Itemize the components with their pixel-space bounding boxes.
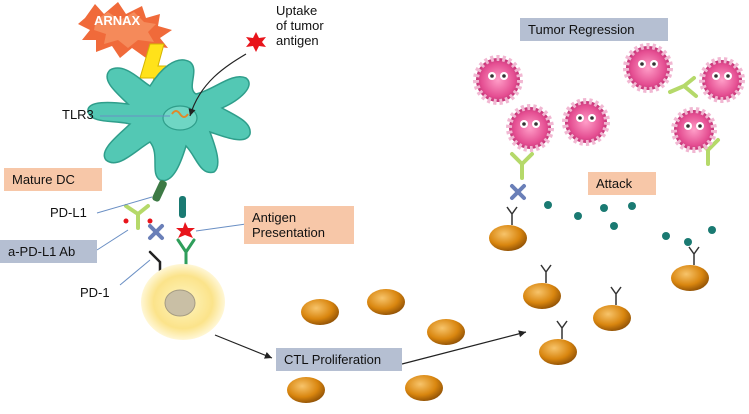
tumor-antigen-icon <box>246 32 266 52</box>
mhc-molecule <box>179 196 186 218</box>
ctl-proliferation-box: CTL Proliferation <box>276 348 402 371</box>
mature-dc-box: Mature DC <box>4 168 102 191</box>
ctl-cells-activated <box>489 206 709 365</box>
attack-box: Attack <box>588 172 656 195</box>
presented-antigen-icon <box>176 222 195 238</box>
pd1-pointer <box>119 259 151 286</box>
tcell-to-ctl-arrow <box>214 334 273 359</box>
arnax-label: ARNAX <box>94 13 141 28</box>
pd1-receptor <box>148 250 162 274</box>
tumor-cell <box>671 107 717 153</box>
tumor-cell <box>699 57 745 103</box>
block-x-icon <box>148 224 164 240</box>
tumor-cell <box>506 104 554 152</box>
pdl1-molecule <box>152 180 167 202</box>
apdl1-pointer <box>96 229 129 251</box>
apdl1-ab-box: a-PD-L1 Ab <box>0 240 97 263</box>
ctl-cells-proliferating <box>287 289 465 403</box>
uptake-label: Uptake of tumor antigen <box>276 3 324 48</box>
pdl1-label: PD-L1 <box>50 205 87 220</box>
uptake-arrow <box>188 53 247 117</box>
tumor-cell <box>562 98 610 146</box>
cytotoxic-granules <box>544 201 716 246</box>
antibody-tip <box>123 218 129 224</box>
pdl1-pointer <box>96 196 153 214</box>
ctl-to-attack-arrow <box>401 330 527 365</box>
pd1-label: PD-1 <box>80 285 110 300</box>
attack-block-x-icon <box>510 184 526 200</box>
antibody-tip <box>147 218 153 224</box>
tumor-cell <box>473 55 523 105</box>
antigen-presentation-box: Antigen Presentation <box>244 206 354 244</box>
tumor-cells <box>473 43 745 153</box>
tumor-cell <box>623 43 673 93</box>
t-cell-nucleus <box>164 289 196 317</box>
antigen-pres-pointer <box>195 223 247 232</box>
tlr3-label: TLR3 <box>62 107 94 122</box>
dc-nucleus <box>162 105 198 131</box>
apdl1-antibody-icon <box>124 204 150 230</box>
tumor-regression-box: Tumor Regression <box>520 18 668 41</box>
tlr3-receptor <box>171 110 189 118</box>
arnax-burst <box>78 2 172 58</box>
